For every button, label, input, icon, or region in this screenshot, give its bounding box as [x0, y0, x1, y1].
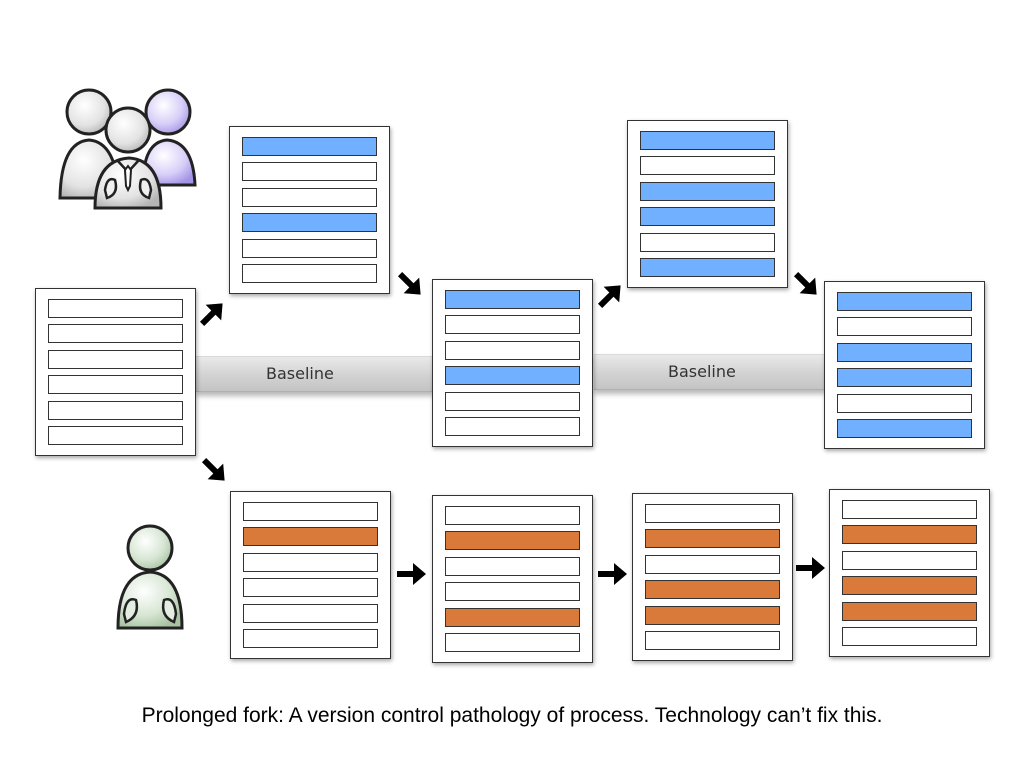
white-row: [645, 554, 780, 574]
white-row: [242, 238, 377, 258]
white-row: [445, 417, 580, 436]
orange-row: [445, 531, 580, 551]
baseline-bar-1: [196, 356, 434, 392]
white-row: [48, 299, 183, 318]
white-row: [243, 552, 378, 572]
blue-row: [242, 137, 377, 156]
group-of-people-icon: [58, 88, 197, 210]
blue-row: [445, 366, 580, 386]
white-row: [243, 578, 378, 598]
white-row: [243, 502, 378, 521]
blue-row: [837, 292, 972, 311]
arrow-icon: [397, 271, 421, 295]
blue-row: [837, 368, 972, 388]
blue-row: [640, 258, 775, 277]
white-row: [445, 633, 580, 652]
orange-row: [842, 525, 977, 545]
white-row: [837, 393, 972, 413]
white-row: [48, 400, 183, 420]
orange-row: [842, 601, 977, 621]
fork-version-4-panel: [829, 489, 990, 657]
white-row: [242, 187, 377, 207]
blue-row: [242, 213, 377, 233]
white-row: [48, 324, 183, 344]
white-row: [445, 582, 580, 602]
fork-version-1-panel: [230, 491, 391, 659]
arrow-icon: [397, 563, 426, 585]
white-row: [445, 506, 580, 525]
orange-row: [243, 527, 378, 547]
team-version-2-panel: [432, 279, 593, 447]
origin-panel: [35, 288, 196, 456]
white-row: [842, 550, 977, 570]
orange-row: [645, 529, 780, 549]
arrow-icon: [598, 563, 627, 585]
white-row: [48, 375, 183, 395]
blue-row: [640, 131, 775, 150]
baseline-bar-2: [594, 354, 826, 390]
blue-row: [640, 207, 775, 227]
orange-row: [445, 607, 580, 627]
white-row: [243, 603, 378, 623]
blue-row: [640, 181, 775, 201]
white-row: [445, 391, 580, 411]
team-version-4-panel: [824, 281, 985, 449]
white-row: [242, 264, 377, 283]
orange-row: [842, 576, 977, 596]
white-row: [48, 426, 183, 445]
orange-row: [645, 605, 780, 625]
fork-version-2-panel: [432, 495, 593, 663]
white-row: [842, 500, 977, 519]
orange-row: [645, 580, 780, 600]
diagram-caption: Prolonged fork: A version control pathol…: [141, 704, 883, 727]
white-row: [842, 627, 977, 646]
white-row: [445, 556, 580, 576]
white-row: [837, 317, 972, 337]
team-version-3-panel: [627, 120, 788, 288]
arrow-icon: [793, 271, 817, 295]
arrow-icon: [201, 457, 225, 481]
white-row: [48, 349, 183, 369]
baseline-label-2: Baseline: [668, 362, 736, 381]
arrow-icon: [597, 285, 621, 309]
white-row: [640, 232, 775, 252]
blue-row: [445, 290, 580, 309]
baseline-label-1: Baseline: [266, 364, 334, 383]
white-row: [645, 504, 780, 523]
arrow-icon: [796, 557, 825, 579]
white-row: [242, 162, 377, 182]
white-row: [640, 156, 775, 176]
fork-version-3-panel: [632, 493, 793, 661]
blue-row: [837, 342, 972, 362]
single-person-icon: [116, 524, 184, 630]
white-row: [645, 631, 780, 650]
team-version-1-panel: [229, 126, 390, 294]
white-row: [243, 629, 378, 648]
white-row: [445, 340, 580, 360]
blue-row: [837, 419, 972, 438]
arrow-icon: [199, 303, 223, 327]
white-row: [445, 315, 580, 335]
